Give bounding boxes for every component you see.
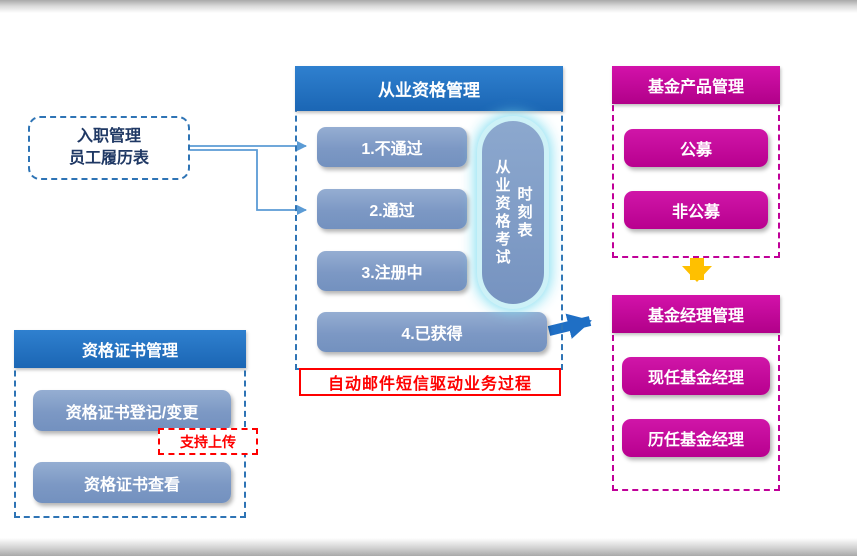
step-registering-label: 3.注册中 bbox=[361, 265, 423, 282]
upload-support-label: 支持上传 bbox=[180, 433, 236, 450]
current-fund-manager-label: 现任基金经理 bbox=[647, 370, 744, 387]
certificate-view-label: 资格证书查看 bbox=[83, 476, 180, 494]
step-obtained: 4.已获得 bbox=[317, 312, 547, 352]
certificate-panel-title: 资格证书管理 bbox=[81, 343, 178, 360]
arrow-onboarding-to-step2 bbox=[188, 149, 307, 215]
step-not-passed-label: 1.不通过 bbox=[361, 141, 423, 158]
certificate-panel-header: 资格证书管理 bbox=[14, 330, 246, 368]
past-fund-manager-label: 历任基金经理 bbox=[647, 432, 744, 449]
non-public-offering-label: 非公募 bbox=[671, 204, 720, 221]
top-gradient-band bbox=[0, 0, 857, 13]
step-registering: 3.注册中 bbox=[317, 251, 467, 291]
qualification-panel-title: 从业资格管理 bbox=[378, 81, 480, 100]
fund-manager-panel-header: 基金经理管理 bbox=[612, 295, 780, 333]
exam-timetable-main: 从业资格考试 bbox=[493, 158, 511, 267]
exam-timetable-sub: 时刻表 bbox=[515, 185, 533, 240]
step-not-passed: 1.不通过 bbox=[317, 127, 467, 167]
automation-banner-text: 自动邮件短信驱动业务过程 bbox=[327, 376, 532, 393]
fund-product-panel-header: 基金产品管理 bbox=[612, 66, 780, 104]
step-passed: 2.通过 bbox=[317, 189, 467, 229]
certificate-register-item: 资格证书登记/变更 bbox=[33, 390, 231, 431]
step-passed-label: 2.通过 bbox=[369, 203, 415, 220]
fund-manager-panel-title: 基金经理管理 bbox=[647, 308, 744, 325]
qualification-panel-header: 从业资格管理 bbox=[295, 66, 563, 111]
step-obtained-label: 4.已获得 bbox=[401, 326, 463, 343]
current-fund-manager-item: 现任基金经理 bbox=[622, 357, 770, 395]
certificate-view-item: 资格证书查看 bbox=[33, 462, 231, 503]
automation-banner: 自动邮件短信驱动业务过程 bbox=[299, 368, 561, 396]
public-offering-item: 公募 bbox=[624, 129, 768, 167]
onboarding-line1: 入职管理 bbox=[76, 127, 141, 145]
onboarding-line2: 员工履历表 bbox=[68, 150, 149, 167]
bottom-gradient-band bbox=[0, 538, 857, 556]
upload-support-tag: 支持上传 bbox=[158, 428, 258, 455]
past-fund-manager-item: 历任基金经理 bbox=[622, 419, 770, 457]
exam-timetable-capsule: 从业资格考试 时刻表 bbox=[482, 121, 544, 304]
non-public-offering-item: 非公募 bbox=[624, 191, 768, 229]
fund-product-panel-title: 基金产品管理 bbox=[647, 79, 744, 96]
public-offering-label: 公募 bbox=[679, 142, 712, 159]
onboarding-box: 入职管理 员工履历表 bbox=[28, 116, 190, 180]
certificate-register-label: 资格证书登记/变更 bbox=[65, 404, 199, 422]
